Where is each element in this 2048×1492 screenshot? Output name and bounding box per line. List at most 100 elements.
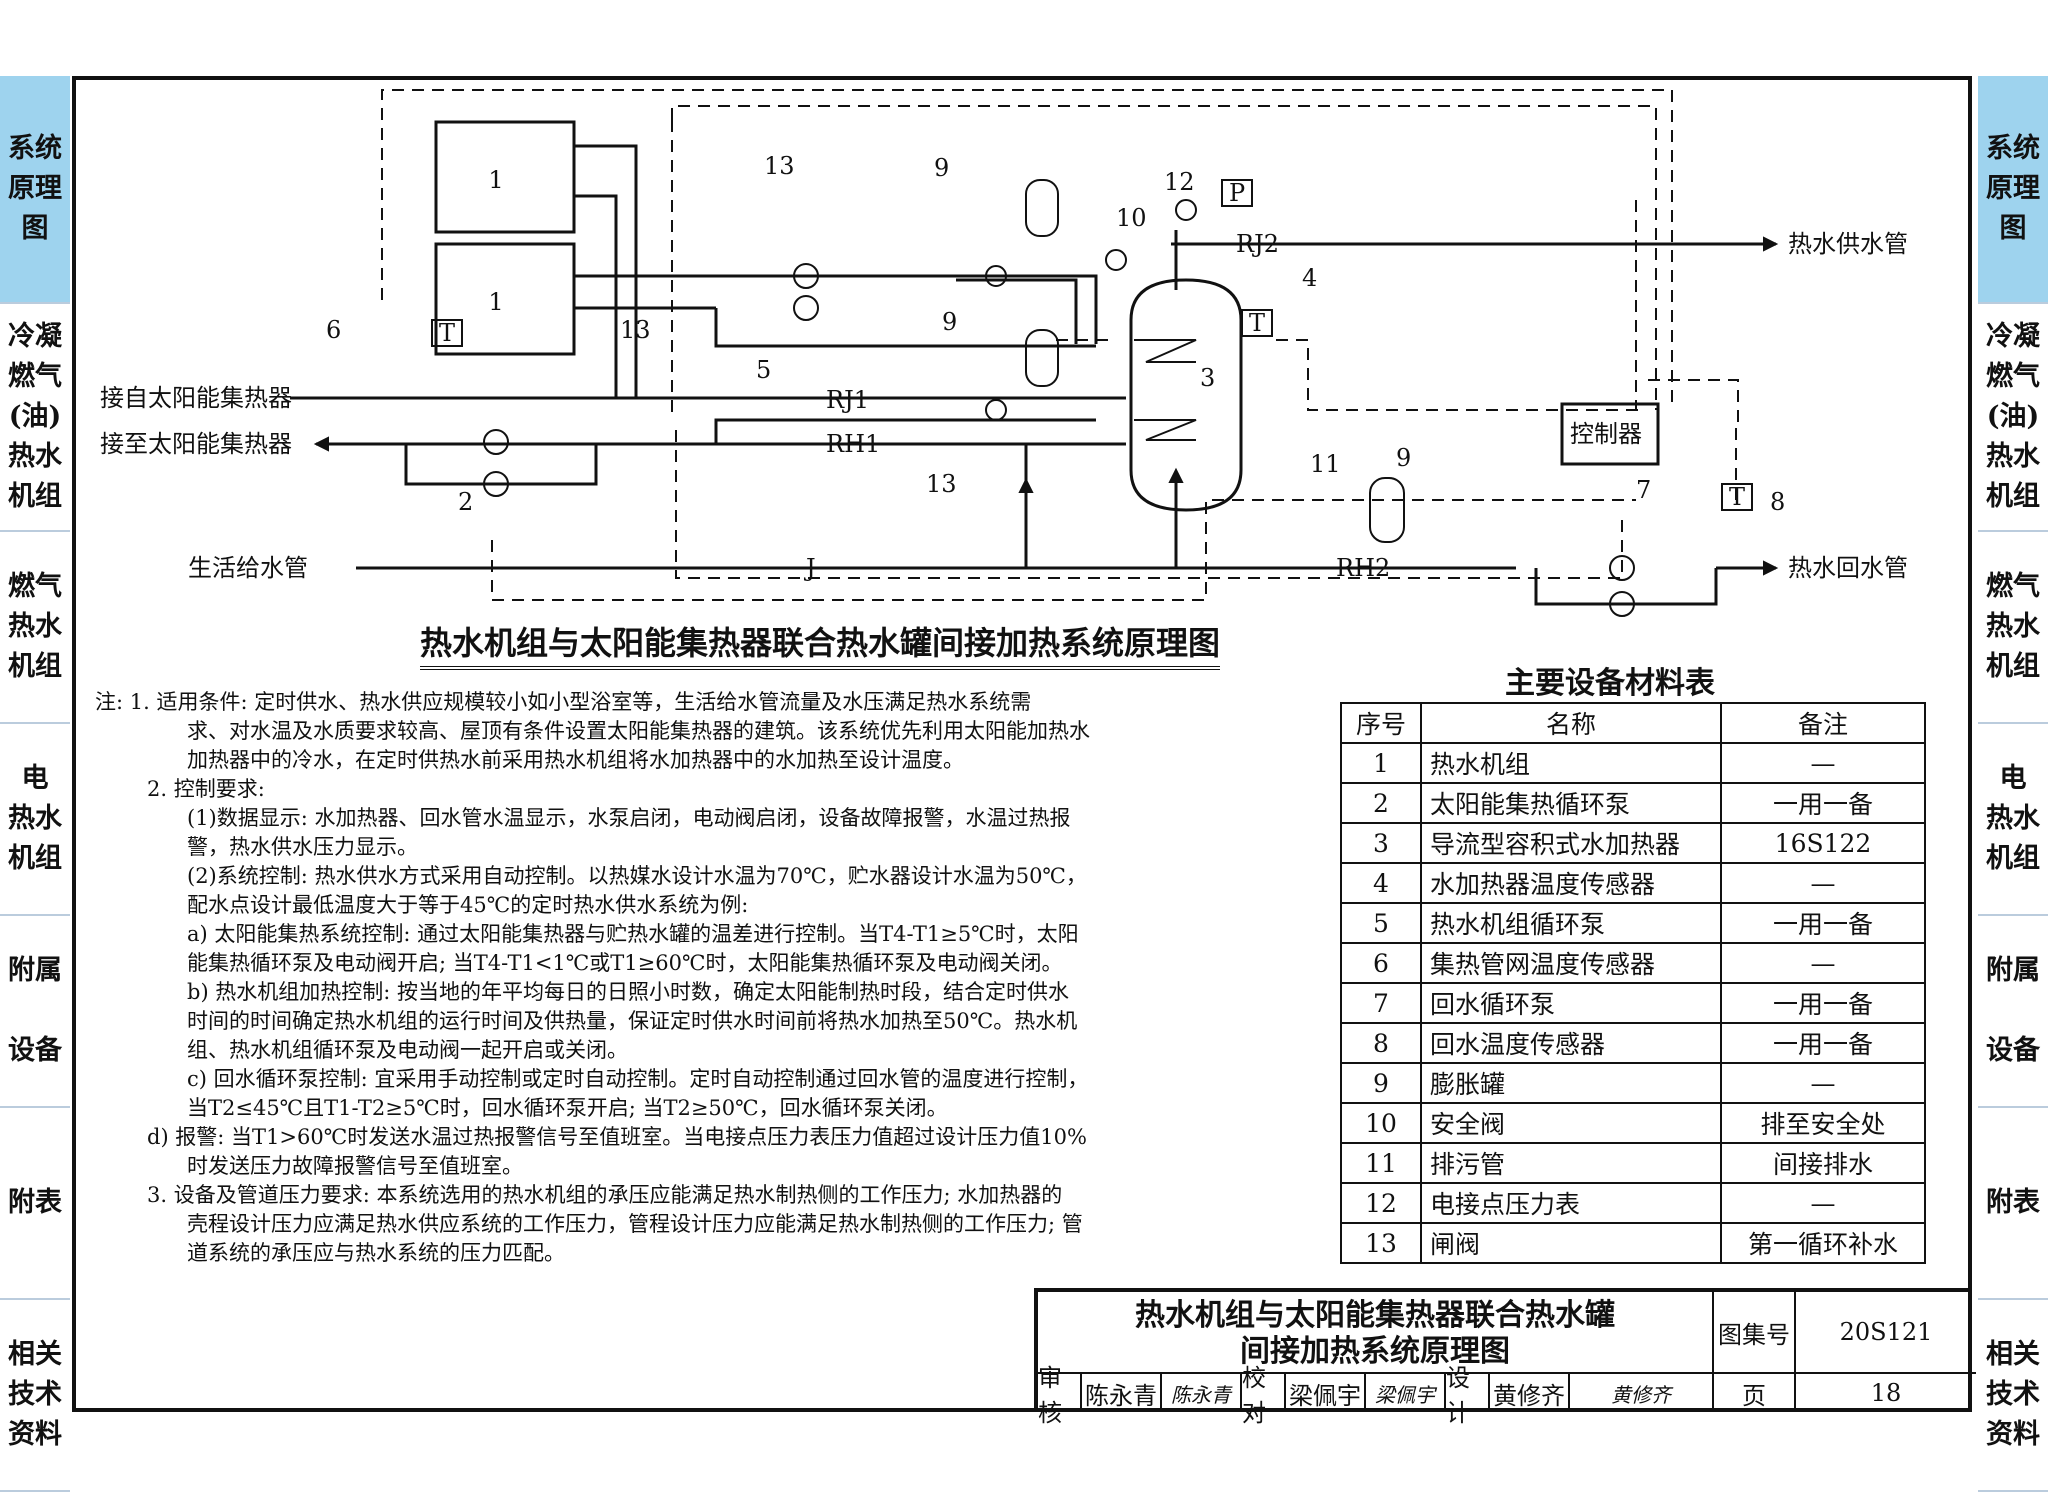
note-2-g: b) 热水机组加热控制: 按当地的年平均每日的日照小时数，确定太阳能制热时段，结…: [187, 980, 1070, 1004]
col-header-name: 名称: [1420, 702, 1722, 744]
label-n5: 5: [756, 356, 771, 384]
row-remark: 一用一备: [1720, 1022, 1926, 1064]
sidebar-right-tab-gas[interactable]: 燃气 热水 机组: [1978, 532, 2048, 724]
note-3-line-3: 道系统的承压应与热水系统的压力匹配。: [187, 1241, 565, 1265]
row-name: 闸阀: [1420, 1222, 1722, 1264]
pump-group-2: [483, 429, 509, 497]
label-controller: 控制器: [1570, 420, 1642, 448]
row-number: 2: [1340, 782, 1422, 824]
row-name: 安全阀: [1420, 1102, 1722, 1144]
row-name: 导流型容积式水加热器: [1420, 822, 1722, 864]
row-name: 水加热器温度传感器: [1420, 862, 1722, 904]
sensor-t2-box: [1721, 483, 1753, 511]
label-p: P: [1229, 179, 1245, 207]
note-2-j: c) 回水循环泵控制: 宜采用手动控制或定时自动控制。定时自动控制通过回水管的温…: [187, 1067, 1089, 1091]
note-2-l: d) 报警: 当T1>60℃时发送水温过热报警信号至值班室。当电接点压力表压力值…: [147, 1125, 1087, 1149]
sidebar-right-tab-condensing[interactable]: 冷凝 燃气 (油) 热水 机组: [1978, 304, 2048, 532]
pressure-gauge-1: [985, 265, 1007, 287]
label-t2: T: [1729, 483, 1745, 511]
note-1-line-3: 加热器中的冷水，在定时供热水前采用热水机组将水加热器中的水加热至设计温度。: [187, 748, 964, 772]
sensor-t4-box: [431, 319, 463, 347]
title-line-1: 热水机组与太阳能集热器联合热水罐: [1135, 1298, 1615, 1333]
atlas-number: 20S121: [1796, 1292, 1976, 1374]
row-name: 回水温度传感器: [1420, 1022, 1722, 1064]
sidebar-left-tab-electric[interactable]: 电 热水 机组: [0, 724, 70, 916]
note-3-line-2: 壳程设计压力应满足热水供应系统的工作压力，管程设计压力应能满足热水制热侧的工作压…: [187, 1212, 1083, 1236]
arrow-hot-supply: [1763, 236, 1779, 252]
label-to-solar: 接至太阳能集热器: [100, 430, 292, 458]
sidebar-left-tab-reference[interactable]: 相关 技术 资料: [0, 1300, 70, 1492]
row-name: 集热管网温度传感器: [1420, 942, 1722, 984]
title-block: 热水机组与太阳能集热器联合热水罐 间接加热系统原理图 图集号 20S121 审核…: [1034, 1288, 1976, 1427]
pressure-gauge-3: [1105, 249, 1127, 271]
arrow-hot-return: [1763, 560, 1779, 576]
pressure-gauge-2: [985, 399, 1007, 421]
checker-signature: 梁佩宇: [1366, 1374, 1446, 1412]
hot-water-unit-2: [434, 242, 576, 356]
label-n9c: 9: [1396, 444, 1411, 472]
label-hot-supply: 热水供水管: [1788, 230, 1908, 258]
row-remark: 一用一备: [1720, 902, 1926, 944]
diagram-title: 热水机组与太阳能集热器联合热水罐间接加热系统原理图: [420, 618, 1221, 670]
sidebar-left-tab-condensing[interactable]: 冷凝 燃气 (油) 热水 机组: [0, 304, 70, 532]
label-n9b: 9: [942, 308, 957, 336]
sensor-t1-box: [1241, 309, 1273, 337]
row-name: 太阳能集热循环泵: [1420, 782, 1722, 824]
label-n12: 12: [1164, 168, 1195, 196]
sidebar-right-tab-reference[interactable]: 相关 技术 资料: [1978, 1300, 2048, 1492]
sidebar-right-tab-electric[interactable]: 电 热水 机组: [1978, 724, 2048, 916]
sidebar-left-tab-appendix[interactable]: 附表: [0, 1108, 70, 1300]
sidebar-right-tab-system[interactable]: 系统 原理 图: [1978, 76, 2048, 304]
note-2-i: 组、热水机组循环泵及电动阀一起开启或关闭。: [187, 1038, 628, 1062]
pressure-gauge-box: [1221, 179, 1253, 207]
row-name: 回水循环泵: [1420, 982, 1722, 1024]
label-n3: 3: [1200, 364, 1215, 392]
designer-name: 黄修齐: [1490, 1374, 1570, 1412]
note-2-h: 时间的时间确定热水机组的运行时间及供热量，保证定时供水时间前将热水加热至50℃。…: [187, 1009, 1078, 1033]
col-header-remark: 备注: [1720, 702, 1926, 744]
note-3-line-1: 3. 设备及管道压力要求: 本系统选用的热水机组的承压应能满足热水制热侧的工作压…: [147, 1183, 1063, 1207]
label-rj2: RJ2: [1236, 230, 1279, 258]
row-remark: —: [1720, 1182, 1926, 1224]
note-2-c: (2)系统控制: 热水供水方式采用自动控制。以热媒水设计水温为70℃，贮水器设计…: [187, 864, 1087, 888]
label-n8: 8: [1770, 488, 1785, 516]
sidebar-left-tab-system[interactable]: 系统 原理 图: [0, 76, 70, 304]
page-label: 页: [1714, 1374, 1796, 1412]
label-n4: 4: [1302, 264, 1317, 292]
col-header-no: 序号: [1340, 702, 1422, 744]
row-number: 9: [1340, 1062, 1422, 1104]
arrow-cold-up: [1168, 467, 1184, 483]
row-remark: 一用一备: [1720, 982, 1926, 1024]
sidebar-right-tab-appendix[interactable]: 附表: [1978, 1108, 2048, 1300]
label-n13a: 13: [764, 152, 795, 180]
label-rh1: RH1: [826, 430, 880, 458]
row-number: 13: [1340, 1222, 1422, 1264]
row-name: 电接点压力表: [1420, 1182, 1722, 1224]
note-2-a: (1)数据显示: 水加热器、回水管水温显示，水泵启闭，电动阀启闭，设备故障报警，…: [187, 806, 1071, 830]
label-unit-1b: 1: [488, 288, 503, 316]
sidebar-left-tab-gas[interactable]: 燃气 热水 机组: [0, 532, 70, 724]
row-name: 热水机组: [1420, 742, 1722, 784]
row-remark: —: [1720, 742, 1926, 784]
sidebar-right-tab-accessory[interactable]: 附属 设备: [1978, 916, 2048, 1108]
notes-section: 注: 1. 适用条件: 定时供水、热水供应规模较小如小型浴室等，生活给水管流量及…: [95, 688, 1255, 1268]
label-n13b: 13: [620, 316, 651, 344]
pressure-gauge-4: [1175, 199, 1197, 221]
row-number: 3: [1340, 822, 1422, 864]
row-name: 排污管: [1420, 1142, 1722, 1184]
design-label: 设计: [1446, 1364, 1490, 1427]
sidebar-left-tab-accessory[interactable]: 附属 设备: [0, 916, 70, 1108]
label-n7: 7: [1636, 476, 1651, 504]
row-number: 7: [1340, 982, 1422, 1024]
controller-box: [1560, 402, 1660, 466]
